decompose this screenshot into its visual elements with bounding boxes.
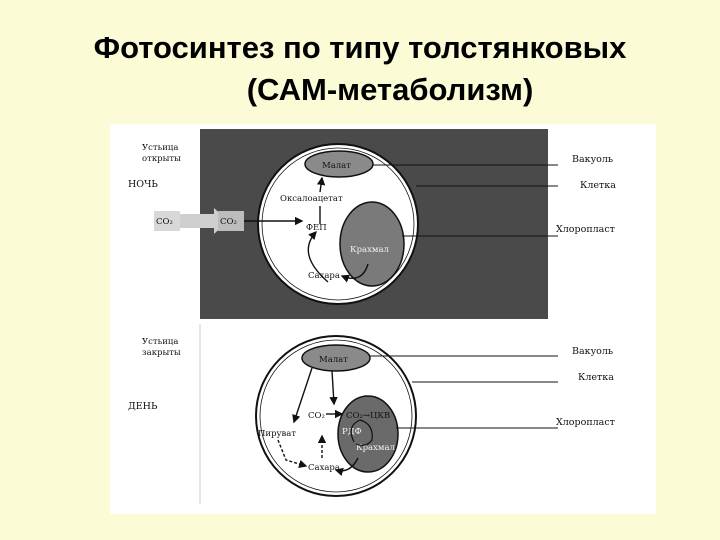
night-sugars-label: Сахара bbox=[308, 271, 340, 281]
day-co2-chloro-label: CO₂→ЦКВ bbox=[346, 411, 390, 421]
day-chloroplast-label: Хлоропласт bbox=[556, 417, 615, 428]
day-co2-label: CO₂ bbox=[308, 411, 325, 421]
night-co2-inside-label: CO₂ bbox=[220, 217, 237, 227]
night-vacuole-label: Вакуоль bbox=[572, 154, 613, 165]
night-fep-label: ФЕП bbox=[306, 223, 327, 233]
night-stomata-label-2: открыты bbox=[142, 154, 181, 164]
slide-title-line1: Фотосинтез по типу толстянковых bbox=[0, 30, 720, 66]
night-panel: Устьица открыты НОЧЬ CO₂ CO₂ Малат Крахм… bbox=[128, 129, 616, 319]
night-starch-label: Крахмал bbox=[350, 245, 390, 255]
night-co2-outside-label: CO₂ bbox=[156, 217, 173, 227]
night-co2-flow-band bbox=[180, 214, 216, 228]
day-starch-label: Крахмал bbox=[356, 443, 396, 453]
night-malate-label: Малат bbox=[322, 161, 351, 171]
slide-title-line2: (САМ-метаболизм) bbox=[30, 72, 720, 108]
night-oxaloacetate-label: Оксалоацетат bbox=[280, 194, 343, 204]
day-stomata-label-1: Устьица bbox=[142, 337, 178, 347]
cam-diagram: Устьица открыты НОЧЬ CO₂ CO₂ Малат Крахм… bbox=[110, 124, 656, 514]
night-stomata-label-1: Устьица bbox=[142, 143, 178, 153]
day-period-label: ДЕНЬ bbox=[128, 401, 158, 412]
day-sugars-label: Сахара bbox=[308, 463, 340, 473]
night-chloroplast-label: Хлоропласт bbox=[556, 224, 615, 235]
night-chloroplast bbox=[340, 202, 404, 286]
night-cell-label: Клетка bbox=[580, 180, 616, 191]
day-cell-label: Клетка bbox=[578, 372, 614, 383]
day-malate-label: Малат bbox=[319, 355, 348, 365]
day-pyruvate-label: Пируват bbox=[258, 429, 296, 439]
day-stomata-label-2: закрыты bbox=[142, 348, 181, 358]
day-panel: Устьица закрыты ДЕНЬ Малат CO₂→ЦКВ РДФ К… bbox=[128, 324, 615, 504]
night-period-label: НОЧЬ bbox=[128, 179, 158, 190]
day-vacuole-label: Вакуоль bbox=[572, 346, 613, 357]
